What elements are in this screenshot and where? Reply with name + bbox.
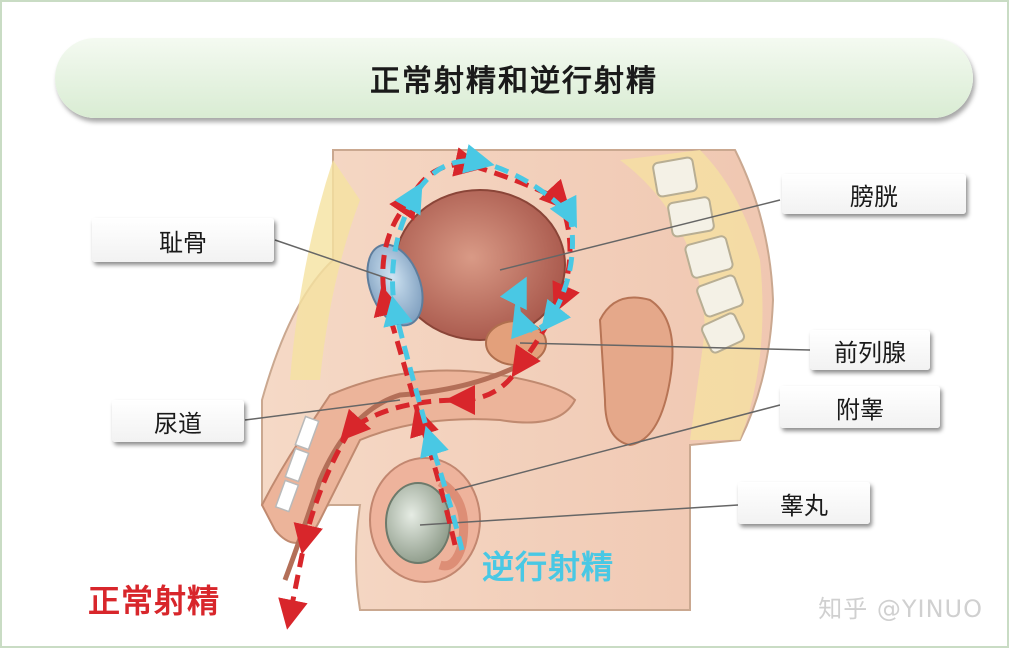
bladder-label: 膀胱 [782, 174, 966, 214]
bladder-organ [394, 189, 566, 341]
rectum [598, 296, 674, 447]
normal-ejaculation-caption: 正常射精 [88, 582, 221, 620]
urethra-label: 尿道 [112, 400, 244, 442]
title-banner: 正常射精和逆行射精 [55, 38, 973, 118]
page-title: 正常射精和逆行射精 [370, 64, 658, 99]
fat-tissue-back [620, 150, 763, 440]
spine [652, 156, 746, 354]
prostate-label: 前列腺 [810, 330, 930, 370]
retrograde-ejaculation-path [383, 144, 577, 551]
epididymis-label: 附睾 [780, 386, 940, 428]
testis-label: 睾丸 [738, 482, 870, 524]
retrograde-ejaculation-caption: 逆行射精 [482, 548, 615, 586]
watermark: 知乎 @YINUO [818, 595, 983, 623]
pubic-bone-label: 耻骨 [92, 218, 274, 262]
